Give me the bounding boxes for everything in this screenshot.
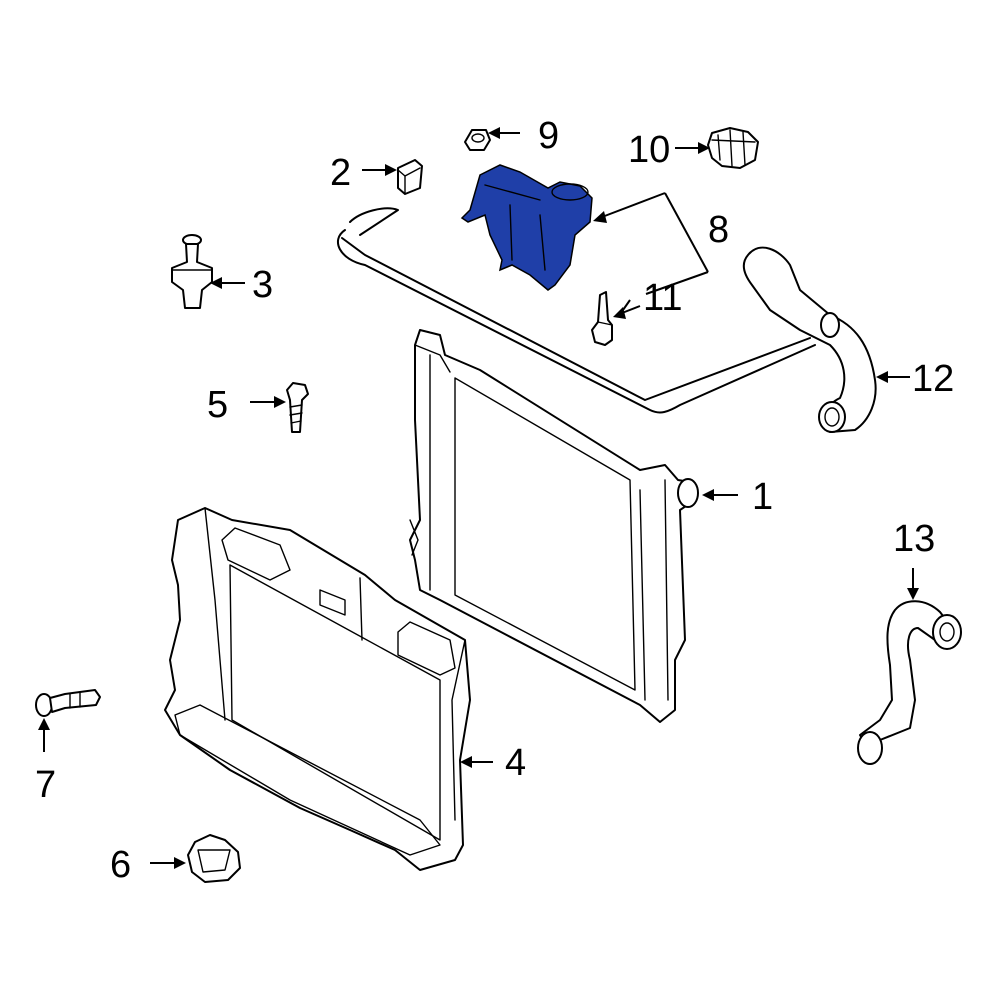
- radiator-support-frame[interactable]: [164, 507, 471, 871]
- callout-12: 12: [912, 358, 954, 400]
- retaining-clip[interactable]: [187, 834, 241, 883]
- callout-6: 6: [110, 844, 131, 886]
- callout-5: 5: [207, 384, 228, 426]
- callout-arrows: [38, 127, 919, 869]
- callout-7: 7: [35, 764, 56, 806]
- callout-4: 4: [505, 742, 526, 784]
- coolant-expansion-tank[interactable]: [460, 164, 593, 291]
- callout-labels: 1 2 3 4 5 6 7 8 9 10 11 12 13: [35, 115, 954, 886]
- callout-8: 8: [708, 209, 729, 251]
- clip-fastener[interactable]: [171, 234, 213, 309]
- bolt[interactable]: [286, 382, 309, 433]
- rubber-mount[interactable]: [397, 159, 423, 195]
- coolant-pipe[interactable]: [336, 207, 816, 414]
- callout-13: 13: [893, 518, 935, 560]
- callout-2: 2: [330, 152, 351, 194]
- callout-9: 9: [538, 115, 559, 157]
- upper-radiator-hose[interactable]: [742, 246, 877, 433]
- nut[interactable]: [464, 129, 491, 151]
- lower-radiator-hose[interactable]: [857, 600, 962, 765]
- radiator[interactable]: [409, 329, 699, 723]
- push-pin[interactable]: [35, 689, 101, 717]
- tank-cap[interactable]: [707, 127, 759, 169]
- callout-11: 11: [643, 277, 682, 319]
- callout-3: 3: [252, 264, 273, 306]
- callout-1: 1: [752, 476, 773, 518]
- level-sensor[interactable]: [591, 291, 613, 346]
- callout-10: 10: [628, 129, 670, 171]
